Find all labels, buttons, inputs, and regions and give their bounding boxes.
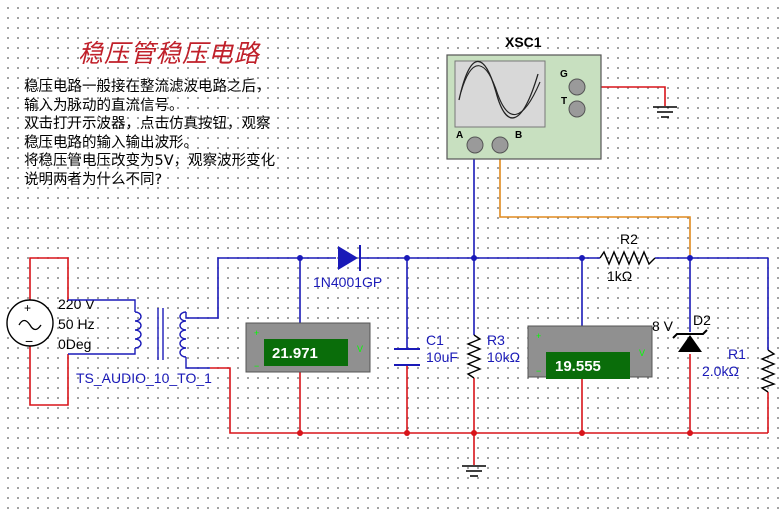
r2-value: 1kΩ bbox=[607, 268, 632, 284]
voltmeter-1[interactable]: + − V bbox=[245, 322, 371, 373]
r2-name: R2 bbox=[620, 231, 638, 247]
scope-port-g: G bbox=[560, 69, 568, 80]
oscilloscope[interactable] bbox=[446, 54, 602, 160]
description-line: 双击打开示波器，点击仿真按钮，观察 bbox=[24, 116, 271, 132]
transformer-label: TS_AUDIO_10_TO_1 bbox=[76, 370, 212, 386]
scope-port-a: A bbox=[456, 130, 463, 141]
junction-dots-red bbox=[297, 430, 693, 436]
voltmeter-2[interactable]: + − V bbox=[527, 325, 653, 379]
ground-icon bbox=[462, 465, 486, 477]
oscilloscope-name: XSC1 bbox=[505, 34, 542, 50]
resistor-r2[interactable] bbox=[599, 250, 656, 266]
description-line: 稳压电路的输入输出波形。 bbox=[24, 134, 198, 151]
svg-text:+: + bbox=[24, 301, 31, 315]
signal-wires bbox=[210, 158, 769, 350]
svg-text:+: + bbox=[536, 331, 541, 341]
junction-dots-blue bbox=[297, 255, 693, 261]
source-voltage: 220 V bbox=[58, 296, 95, 312]
r3-value: 10kΩ bbox=[487, 349, 520, 365]
voltmeter-1-reading: 21.971 bbox=[272, 345, 318, 362]
description-line: 稳压电路一般接在整流滤波电路之后， bbox=[24, 79, 271, 95]
description-line: 说明两者为什么不同? bbox=[24, 171, 163, 188]
r1-name: R1 bbox=[728, 346, 746, 362]
svg-text:−: − bbox=[536, 366, 541, 376]
zener-diode[interactable] bbox=[672, 329, 708, 352]
probe-wire-b bbox=[499, 158, 691, 258]
voltmeter-2-reading: 19.555 bbox=[555, 358, 601, 375]
description-line: 将稳压管电压改变为5V，观察波形变化 bbox=[24, 153, 276, 169]
capacitor-name: C1 bbox=[426, 332, 444, 348]
source-frequency: 50 Hz bbox=[58, 316, 95, 332]
ground-wires bbox=[29, 86, 769, 465]
svg-text:−: − bbox=[254, 361, 259, 371]
resistor-r3[interactable] bbox=[466, 334, 482, 379]
svg-text:V: V bbox=[357, 344, 363, 354]
resistor-r1[interactable] bbox=[760, 349, 776, 393]
zener-voltage: 8 V bbox=[652, 318, 674, 334]
ac-source[interactable]: + − bbox=[6, 299, 54, 349]
scope-port-t: T bbox=[561, 96, 567, 107]
scope-ground-icon bbox=[653, 106, 677, 118]
svg-text:V: V bbox=[639, 348, 645, 358]
scope-port-b: B bbox=[515, 130, 522, 141]
description: 稳压电路一般接在整流滤波电路之后， 输入为脉动的直流信号。 双击打开示波器，点击… bbox=[24, 78, 384, 189]
description-line: 输入为脉动的直流信号。 bbox=[24, 97, 184, 114]
transformer[interactable] bbox=[68, 299, 210, 369]
svg-text:+: + bbox=[254, 328, 259, 338]
page-title: 稳压管稳压电路 bbox=[78, 39, 261, 68]
capacitor-value: 10uF bbox=[426, 349, 458, 365]
source-phase: 0Deg bbox=[58, 336, 91, 352]
rectifier-diode[interactable] bbox=[338, 245, 361, 271]
zener-name: D2 bbox=[693, 312, 711, 328]
capacitor[interactable] bbox=[394, 348, 420, 366]
svg-text:−: − bbox=[25, 333, 33, 349]
r3-name: R3 bbox=[487, 332, 505, 348]
r1-value: 2.0kΩ bbox=[702, 363, 739, 379]
diode-label: 1N4001GP bbox=[313, 274, 382, 290]
